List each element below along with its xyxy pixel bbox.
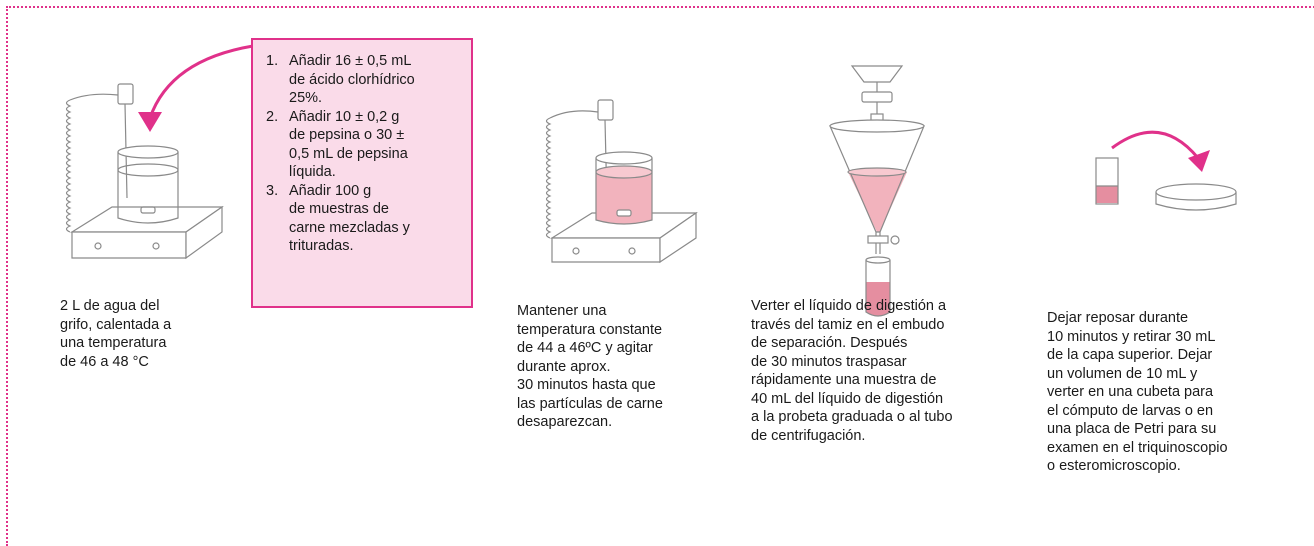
steps-box: 1. Añadir 16 ± 0,5 mL de ácido clorhídric… <box>251 38 473 308</box>
thermometer-head-1 <box>117 83 134 105</box>
arrow-1 <box>148 44 254 119</box>
plate-front-2 <box>551 237 661 263</box>
caption-step3: Verter el líquido de digestión a través … <box>751 298 953 444</box>
dotted-frame <box>6 6 1314 546</box>
step-text: Añadir 100 g de muestras de carne mezcla… <box>289 182 410 255</box>
arrow-2 <box>1111 130 1200 159</box>
beaker-2 <box>595 158 653 225</box>
step-number: 2. <box>266 108 279 125</box>
arrow-head-1 <box>138 112 162 132</box>
caption-step4: Dejar reposar durante 10 minutos y retir… <box>1047 310 1228 474</box>
hotplate-stirrer-2 <box>545 99 698 264</box>
hotplate-stirrer-1 <box>65 83 224 260</box>
test-tube <box>1095 157 1119 205</box>
caption-step1: 2 L de agua del grifo, calentada a una t… <box>60 298 172 370</box>
funnel-liquid <box>848 172 907 232</box>
tube-and-dish <box>1095 157 1237 211</box>
illustrations <box>65 44 1237 317</box>
graduated-tube <box>865 260 891 317</box>
sieve <box>850 65 904 83</box>
step-item: 3. Añadir 100 g de muestras de carne mezc… <box>263 182 463 256</box>
step-item: 2. Añadir 10 ± 0,2 g de pepsina o 30 ± 0,… <box>263 108 463 182</box>
step-item: 1. Añadir 16 ± 0,5 mL de ácido clorhídric… <box>263 52 463 108</box>
beaker-1 <box>117 152 179 224</box>
tube-liquid-4 <box>1096 186 1118 203</box>
digestion-liquid-2 <box>596 172 652 224</box>
arrow-head-2 <box>1188 150 1210 172</box>
coil-cable-2 <box>545 117 552 239</box>
coil-cable-1 <box>65 99 72 233</box>
caption-step2: Mantener una temperatura constante de 44… <box>517 303 663 430</box>
step-number: 3. <box>266 182 279 199</box>
separation-funnel <box>829 65 925 317</box>
step-text: Añadir 16 ± 0,5 mL de ácido clorhídrico … <box>289 53 415 106</box>
plate-front-1 <box>71 231 187 259</box>
step-text: Añadir 10 ± 0,2 g de pepsina o 30 ± 0,5 … <box>289 108 408 181</box>
thermometer-head-2 <box>597 99 614 121</box>
steps-list: 1. Añadir 16 ± 0,5 mL de ácido clorhídric… <box>263 52 463 256</box>
tube-liquid <box>866 282 890 316</box>
step-number: 1. <box>266 53 279 69</box>
